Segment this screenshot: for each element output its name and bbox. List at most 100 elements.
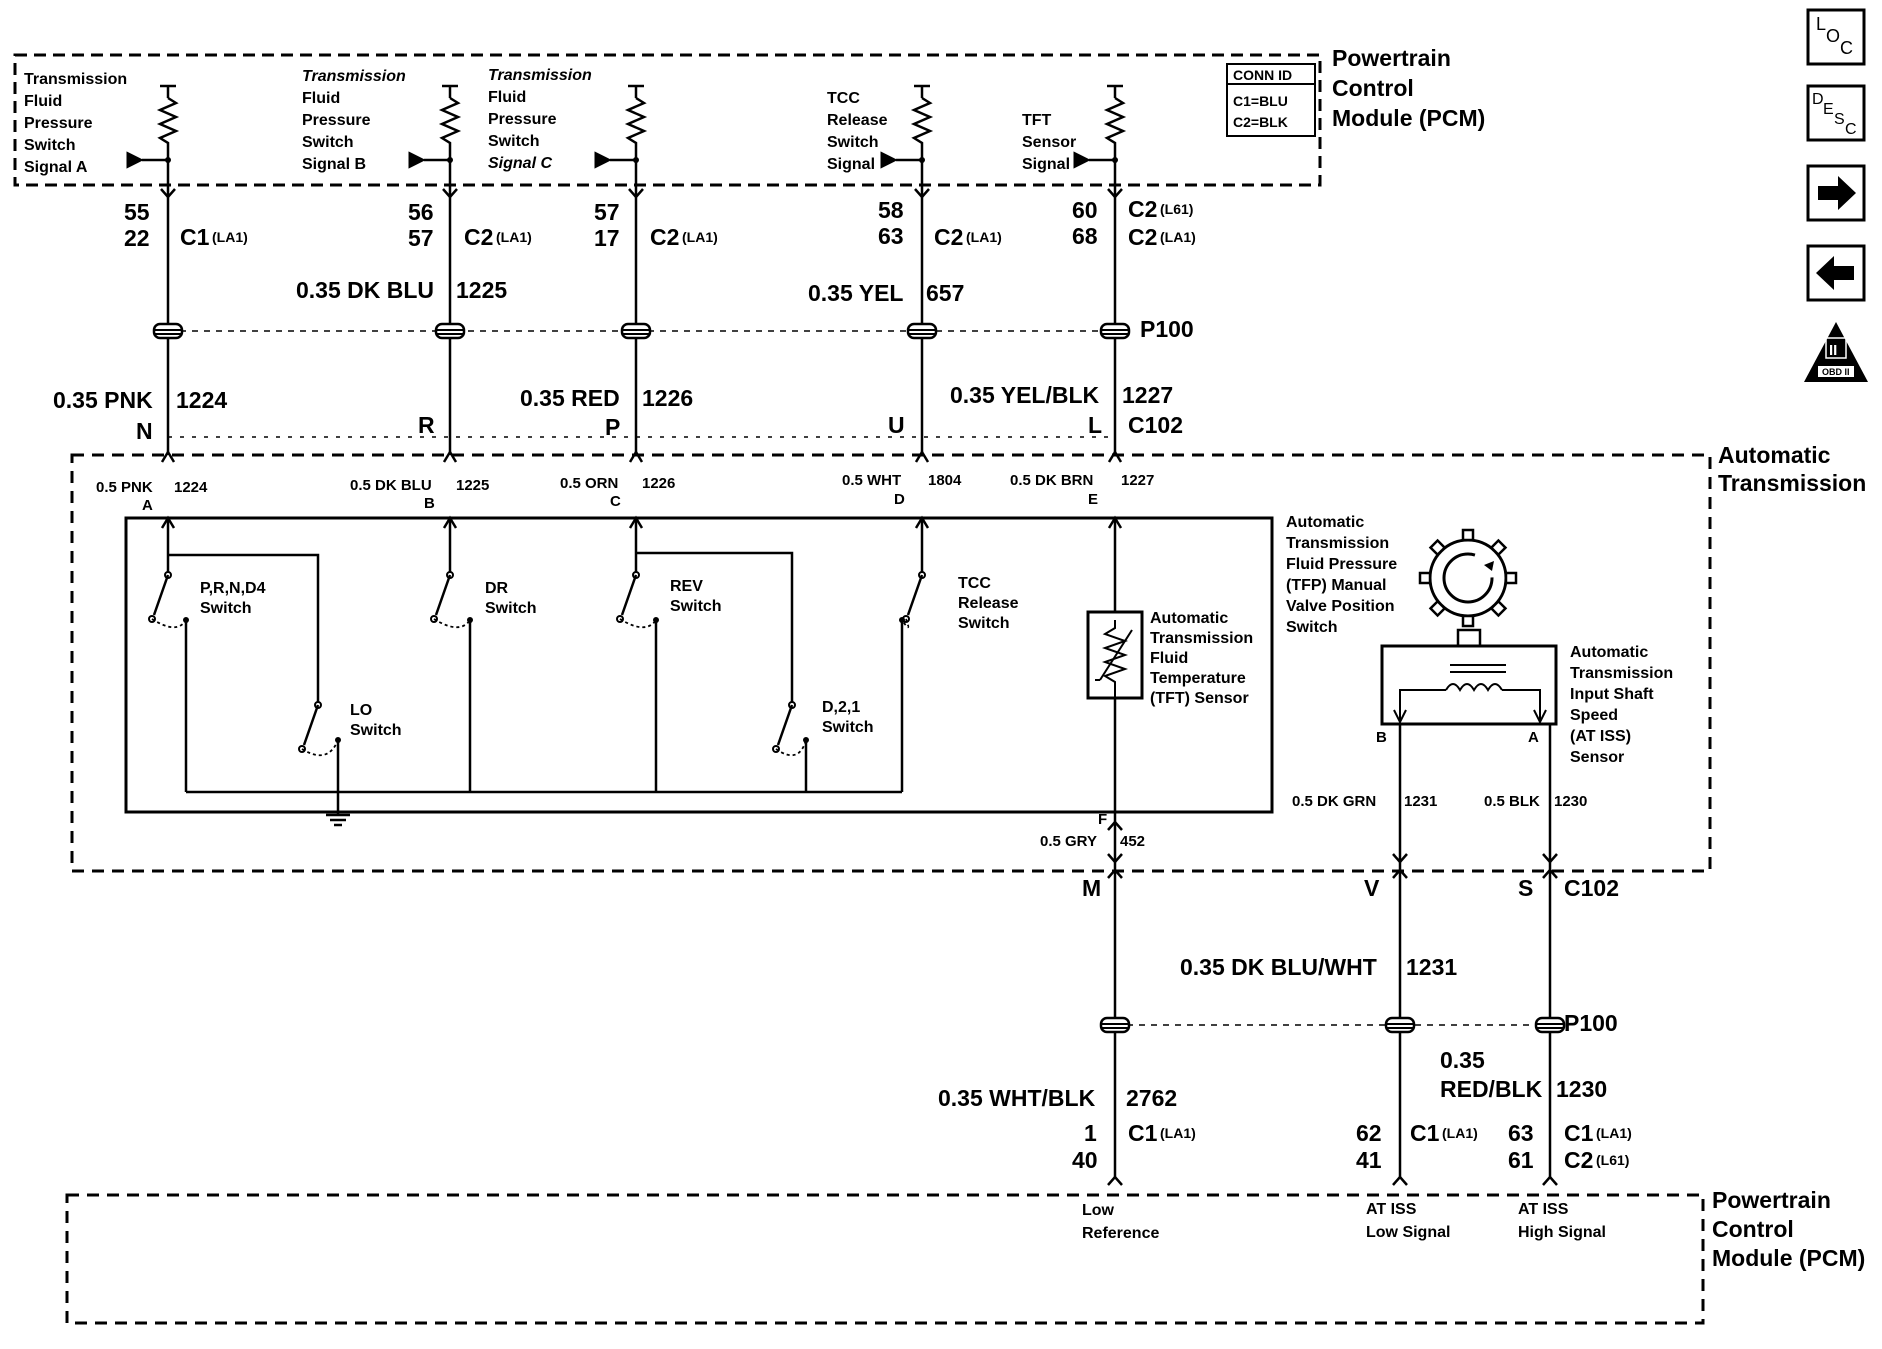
terminal-pin [1542, 1175, 1558, 1186]
svg-text:0.5 DK GRN: 0.5 DK GRN [1292, 793, 1376, 810]
conn-opt-col1: (LA1) [212, 229, 248, 245]
svg-text:Input Shaft: Input Shaft [1570, 686, 1654, 703]
terminal-pin [160, 515, 176, 529]
inline-connector [1384, 1016, 1416, 1034]
pin-58: 58 [878, 197, 904, 223]
svg-text:S: S [1834, 111, 1845, 128]
svg-text:Switch: Switch [958, 615, 1010, 632]
svg-text:Speed: Speed [1570, 707, 1618, 724]
c102-pin-m: M [1082, 875, 1101, 901]
terminal-pin [1392, 853, 1408, 864]
svg-text:Switch: Switch [24, 137, 76, 154]
svg-text:Temperature: Temperature [1150, 670, 1246, 687]
svg-text:Transmission: Transmission [1150, 630, 1253, 647]
tft-wire-color: 0.5 GRY [1040, 833, 1097, 850]
switch-contact [430, 571, 473, 629]
terminal-pin [1107, 515, 1123, 529]
svg-text:Transmission: Transmission [302, 68, 406, 85]
c102-pin-n: N [136, 418, 153, 444]
terminal-pin [1107, 449, 1123, 463]
bottom-circuit-labels: M V S C102 0.35 DK BLU/WHT 1231 P100 0.3… [938, 875, 1632, 1173]
svg-text:Switch: Switch [302, 134, 354, 151]
conn-c2-col4: C2 [934, 224, 963, 250]
obd-ii-button[interactable]: II OBD II [1804, 322, 1868, 382]
pull-up-resistor [1073, 84, 1127, 185]
pcm-bottom-title-3: Module (PCM) [1712, 1245, 1865, 1271]
svg-text:40: 40 [1072, 1147, 1098, 1173]
automatic-transmission: Automatic Transmission 0.5 PNK 1224 A 0.… [70, 442, 1866, 873]
p100-top-connectors [152, 322, 1131, 340]
circuit-1225: 1225 [456, 277, 507, 303]
svg-text:High Signal: High Signal [1518, 1224, 1606, 1241]
desc-button[interactable]: D E S C [1806, 84, 1866, 142]
tfp-label: Automatic Transmission Fluid Pressure (T… [1286, 514, 1397, 636]
svg-text:Automatic: Automatic [1570, 644, 1648, 661]
svg-text:TCC: TCC [827, 90, 860, 107]
conn-opt-col2: (LA1) [496, 229, 532, 245]
signal-label-b: Transmission Fluid Pressure Switch Signa… [302, 68, 406, 173]
terminal-pin [1392, 1175, 1408, 1186]
inline-connector [1099, 1016, 1131, 1034]
loc-button[interactable]: L O C [1806, 8, 1866, 66]
right-arrow-icon [1818, 176, 1856, 210]
svg-text:Sensor: Sensor [1570, 749, 1624, 766]
pin-22: 22 [124, 225, 150, 251]
conn-id-header: CONN ID [1233, 67, 1292, 83]
c102-label-bottom: C102 [1564, 875, 1619, 901]
gear-tooth [1418, 571, 1432, 585]
svg-text:Signal: Signal [1022, 156, 1070, 173]
pcm-bottom-module: Powertrain Control Module (PCM) Low Refe… [65, 1187, 1865, 1325]
prev-button[interactable] [1806, 244, 1866, 302]
svg-text:LO: LO [350, 702, 372, 719]
svg-text:O: O [1826, 26, 1840, 46]
circuit-2762: 2762 [1126, 1085, 1177, 1111]
svg-text:0.5 BLK: 0.5 BLK [1484, 793, 1540, 810]
terminal-pin [1392, 868, 1408, 879]
svg-text:AT ISS: AT ISS [1518, 1201, 1569, 1218]
svg-text:Switch: Switch [827, 134, 879, 151]
wire-color-dk-blu: 0.35 DK BLU [296, 277, 434, 303]
circuit-1226: 1226 [642, 385, 693, 411]
svg-text:B: B [424, 495, 435, 512]
svg-text:Switch: Switch [488, 133, 540, 150]
svg-text:1231: 1231 [1404, 793, 1437, 810]
next-button[interactable] [1806, 164, 1866, 222]
terminal-pin [914, 515, 930, 529]
gear-tooth [1461, 528, 1475, 542]
transmission-title-1: Automatic [1718, 442, 1831, 468]
pcm-bottom-title-2: Control [1712, 1216, 1794, 1242]
svg-text:Switch: Switch [822, 719, 874, 736]
conn-id-c2: C2=BLK [1233, 114, 1288, 130]
svg-text:Switch: Switch [670, 598, 722, 615]
gear-tooth [1428, 599, 1447, 618]
top-circuit-labels: 55 22 C1 (LA1) 0.35 PNK 1224 N 56 57 C2 … [53, 196, 1196, 444]
svg-text:Pressure: Pressure [488, 111, 557, 128]
svg-text:Fluid: Fluid [488, 89, 526, 106]
svg-text:C: C [1845, 121, 1857, 138]
conn-opt-col5b: (LA1) [1160, 229, 1196, 245]
pull-up-resistor [594, 84, 648, 185]
transmission-terminals [160, 449, 1123, 831]
gear-tooth [1428, 538, 1447, 557]
svg-text:Fluid: Fluid [302, 90, 340, 107]
pull-up-resistor [126, 84, 180, 185]
pcm-bottom-title-1: Powertrain [1712, 1187, 1831, 1213]
pcm-top-title-3: Module (PCM) [1332, 105, 1485, 131]
svg-text:TFT: TFT [1022, 112, 1052, 129]
svg-text:Release: Release [827, 112, 888, 129]
switch-contact [772, 701, 809, 757]
svg-text:Fluid: Fluid [1150, 650, 1188, 667]
terminal-pin [628, 515, 644, 529]
svg-text:Reference: Reference [1082, 1225, 1159, 1242]
conn-c2-col2: C2 [464, 224, 493, 250]
conn-c2-col5b: C2 [1128, 224, 1157, 250]
svg-text:Low Signal: Low Signal [1366, 1224, 1450, 1241]
c102-pin-s: S [1518, 875, 1533, 901]
c102-pin-l: L [1088, 412, 1102, 438]
conn-c1-col1: C1 [180, 224, 210, 250]
conn-opt-col3: (LA1) [682, 229, 718, 245]
svg-text:0.5 DK BLU: 0.5 DK BLU [350, 477, 432, 494]
svg-text:63: 63 [1508, 1120, 1534, 1146]
pin-68: 68 [1072, 223, 1098, 249]
